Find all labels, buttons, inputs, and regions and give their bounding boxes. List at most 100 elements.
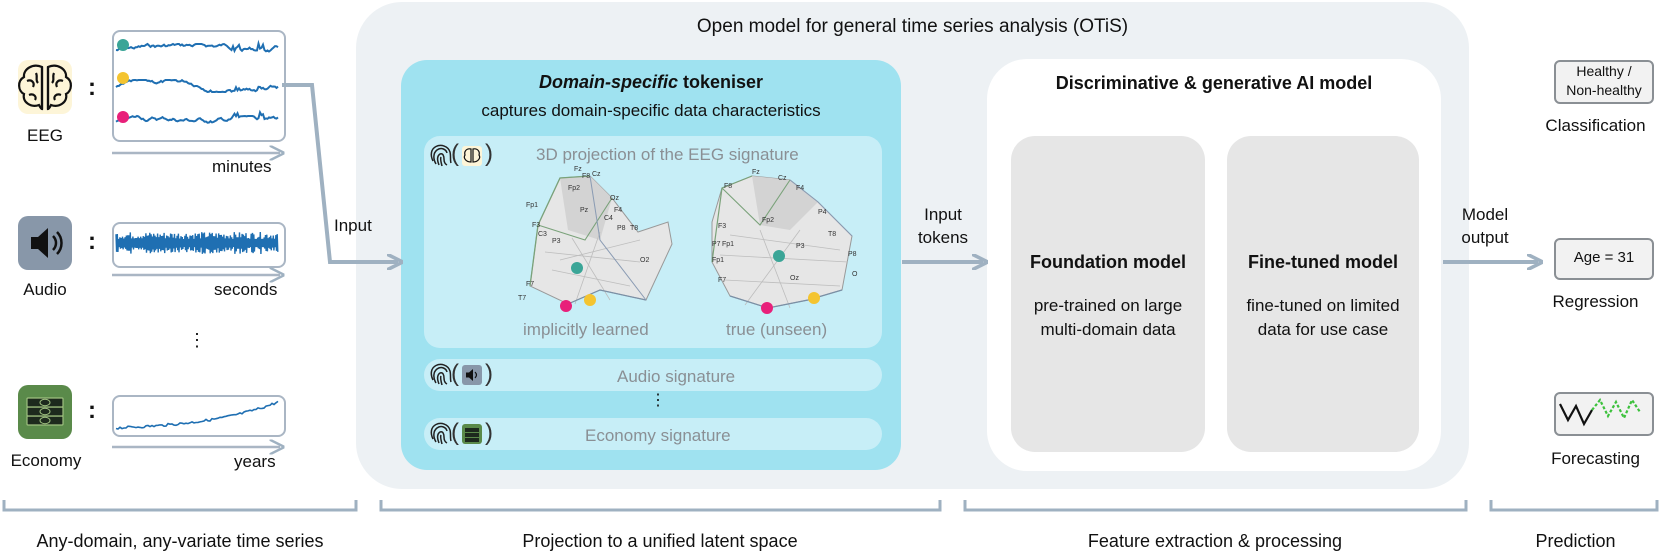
brain-mini-icon — [462, 146, 482, 166]
section-label-any-domain: Any-domain, any-variate time series — [36, 531, 324, 551]
finetuned-model-line1: fine-tuned on limited — [1246, 296, 1400, 315]
speaker-icon-drawing — [31, 228, 63, 258]
electrode-label: P4 — [818, 209, 827, 216]
electrode-label: C4 — [604, 215, 613, 222]
regression-label: Regression — [1552, 292, 1639, 311]
electrode-label: F3 — [718, 223, 726, 230]
tokeniser-subtitle: captures domain-specific data characteri… — [481, 101, 821, 120]
foundation-model-box — [1011, 136, 1205, 452]
section-bracket-feature-extraction — [963, 500, 1468, 512]
learned-yellow-dot — [584, 294, 596, 306]
electrode-label: Pz — [580, 207, 589, 214]
economy-line — [115, 400, 279, 430]
electrode-label: P8 — [617, 225, 626, 232]
input-arrow-label: Input — [334, 216, 372, 235]
learned-teal-dot — [571, 262, 583, 274]
electrode-label: T8 — [828, 231, 836, 238]
ai-model-title: Discriminative & generative AI model — [1055, 73, 1373, 93]
electrode-label: Fz — [752, 169, 760, 176]
eeg-channel-dot-pink — [117, 111, 129, 123]
electrode-label: Fp2 — [568, 185, 580, 192]
section-label-prediction: Prediction — [1535, 531, 1616, 551]
electrode-label: P7 — [712, 241, 721, 248]
electrode-label: Cz — [778, 175, 787, 182]
classification-box-line1: Healthy / — [1576, 63, 1632, 79]
finetuned-model-line2: data for use case — [1257, 320, 1389, 339]
eeg-label: EEG — [27, 126, 63, 145]
audio-fingerprint-paren-open: ( — [451, 360, 459, 387]
electrode-label: F8 — [582, 173, 590, 180]
electrode-label: F8 — [724, 183, 732, 190]
eeg-signature-label: 3D projection of the EEG signature — [536, 145, 799, 164]
forecast-predicted-line — [1591, 397, 1641, 421]
section-label-feature-extraction: Feature extraction & processing — [1087, 531, 1343, 551]
audio-signature-panel — [424, 359, 882, 391]
tokeniser-title-emphasis: Domain-specific — [538, 72, 678, 92]
electrode-label: Oz — [610, 195, 619, 202]
learned-label: implicitly learned — [523, 320, 649, 339]
section-bracket-prediction — [1489, 500, 1659, 512]
electrode-label: T7 — [518, 295, 526, 302]
audio-signature-label: Audio signature — [617, 367, 736, 386]
electrode-label: P3 — [796, 243, 805, 250]
fingerprint-icon — [430, 363, 452, 386]
electrode-label: P8 — [848, 251, 857, 258]
tokeniser-title: Domain-specific tokeniser — [401, 72, 901, 93]
electrode-label: P3 — [552, 238, 561, 245]
electrode-label: T8 — [630, 225, 638, 232]
foundation-model-line1: pre-trained on large — [1033, 296, 1183, 315]
economy-label: Economy — [10, 451, 82, 470]
fingerprint-icon — [430, 144, 452, 167]
eeg-fingerprint-paren-close: ) — [485, 140, 493, 167]
eeg-trace-1 — [115, 39, 279, 54]
fingerprint-icon — [430, 422, 452, 445]
forecasting-label: Forecasting — [1551, 449, 1640, 468]
true-yellow-dot — [808, 292, 820, 304]
eeg-3d-projection-learned — [529, 175, 673, 312]
electrode-label: O — [852, 271, 858, 278]
economy-fingerprint-paren-open: ( — [451, 419, 459, 446]
eeg-channel-dot-teal — [117, 39, 129, 51]
input-arrow — [282, 83, 398, 262]
model-output-label-2: output — [1461, 228, 1509, 247]
electrode-label: Oz — [790, 275, 799, 282]
electrode-label: Cz — [592, 171, 601, 178]
regression-box-value: Age = 31 — [1573, 249, 1635, 266]
regression-box — [1554, 238, 1654, 280]
finetuned-model-box — [1227, 136, 1419, 452]
economy-signature-panel — [424, 418, 882, 450]
money-icon-drawing — [26, 397, 64, 426]
electrode-label: Fp1 — [526, 202, 538, 209]
electrode-label: Fp2 — [762, 217, 774, 224]
eeg-trace-2 — [115, 78, 279, 94]
classification-box — [1554, 60, 1654, 104]
section-label-projection: Projection to a unified latent space — [522, 531, 798, 551]
economy-signature-label: Economy signature — [585, 426, 731, 445]
forecast-history-line — [1559, 403, 1593, 427]
tokeniser-title-rest: tokeniser — [678, 72, 764, 92]
finetuned-model-title: Fine-tuned model — [1248, 252, 1398, 272]
electrode-label: Fp1 — [722, 241, 734, 248]
true-pink-dot — [761, 302, 773, 314]
electrode-label: Fp1 — [712, 257, 724, 264]
true-teal-dot — [773, 250, 785, 262]
foundation-model-line2: multi-domain data — [1040, 320, 1176, 339]
input-tokens-label-1: Input — [924, 205, 962, 224]
audio-fingerprint-paren-close: ) — [485, 360, 493, 387]
speaker-mini-icon — [462, 365, 482, 385]
input-ellipsis: ⋮ — [188, 330, 206, 350]
audio-colon: : — [88, 228, 96, 255]
electrode-label: Fz — [574, 166, 582, 173]
electrode-label: F7 — [718, 277, 726, 284]
otis-title: Open model for general time series analy… — [696, 16, 1129, 37]
section-bracket-any-domain — [2, 500, 358, 512]
eeg-3d-projection-true — [711, 175, 853, 314]
audio-label: Audio — [23, 280, 67, 299]
model-output-label-1: Model — [1461, 205, 1509, 224]
classification-box-line2: Non-healthy — [1566, 82, 1642, 98]
section-bracket-projection — [379, 500, 942, 512]
electrode-label: F4 — [614, 207, 622, 214]
brain-icon-drawing — [18, 64, 72, 111]
economy-fingerprint-paren-close: ) — [485, 419, 493, 446]
electrode-label: C3 — [538, 231, 547, 238]
